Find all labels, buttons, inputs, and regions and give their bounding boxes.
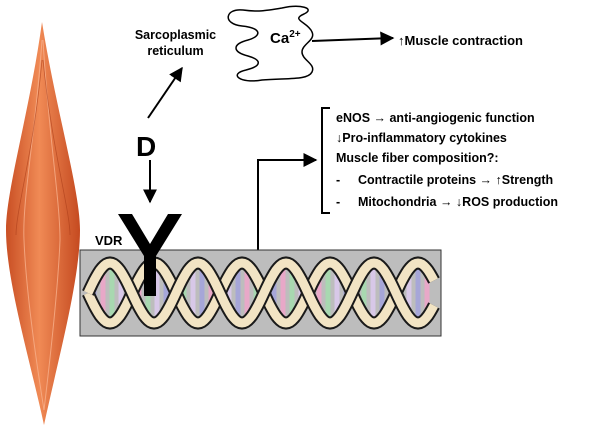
calcium-charge: 2+ — [289, 29, 301, 40]
effect-enos: eNOS → anti-angiogenic function — [336, 111, 535, 125]
sub-effect-bullet: - — [336, 173, 341, 187]
vdr-label: VDR — [95, 233, 123, 248]
sub-effect-mitochondria-text: Mitochondria → ↓ROS production — [358, 195, 558, 209]
calcium-text: Ca — [270, 30, 290, 47]
vdr-receptor-icon — [118, 214, 182, 296]
sarcoplasmic-reticulum-shape — [227, 5, 314, 82]
arrow-to-effects — [257, 153, 318, 262]
muscle-contraction-label: ↑Muscle contraction — [398, 33, 523, 48]
dna-strand — [83, 258, 438, 328]
sarcoplasmic-reticulum-label: Sarcoplasmic reticulum — [134, 28, 217, 58]
arrow-to-sarcoplasmic-reticulum — [147, 66, 183, 119]
calcium-label: Ca2+ — [270, 29, 301, 47]
arrow-to-muscle-contraction — [311, 31, 395, 46]
muscle-fiber-icon — [6, 22, 80, 425]
sub-effect-contractile-text: Contractile proteins → ↑Strength — [358, 173, 554, 187]
effect-cytokines: ↓Pro-inflammatory cytokines — [336, 131, 507, 145]
effect-fiber-composition: Muscle fiber composition?: — [336, 151, 499, 165]
effects-bracket — [321, 107, 330, 214]
sub-effect-bullet: - — [336, 195, 341, 209]
vitamin-d-label: D — [136, 131, 157, 162]
